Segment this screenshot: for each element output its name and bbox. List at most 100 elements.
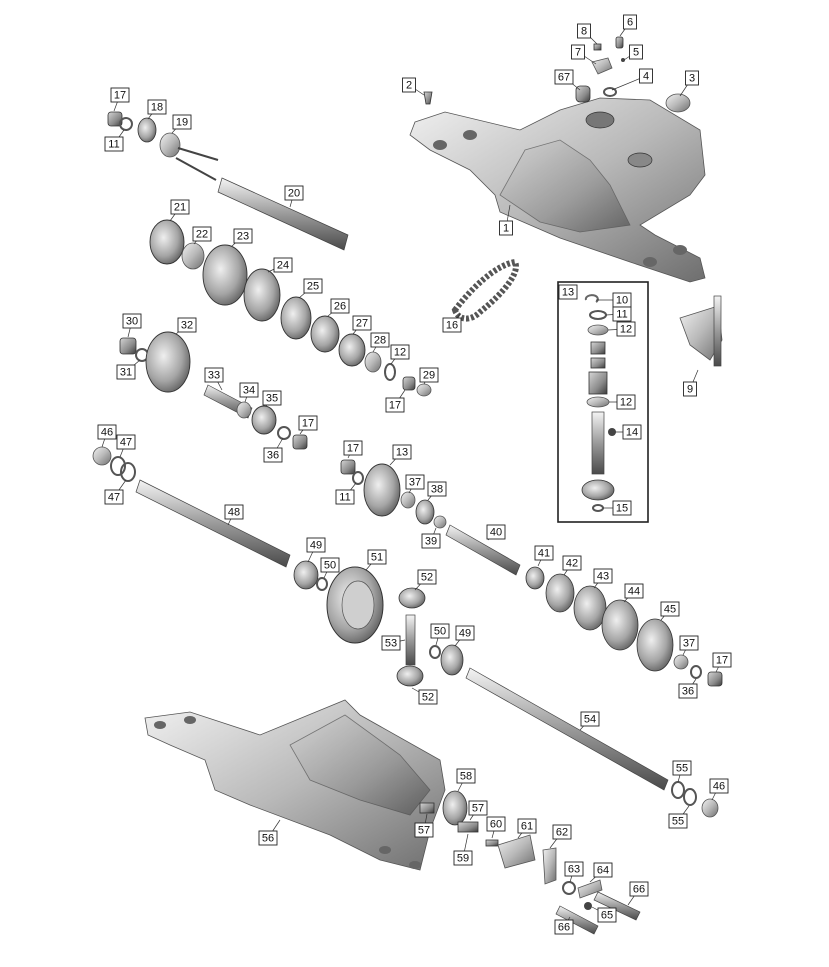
callout-box (709, 778, 729, 794)
callout-number-6: 6 (627, 17, 633, 29)
callout-number-31: 31 (120, 367, 132, 379)
callout-box (456, 768, 476, 784)
callout-box (580, 711, 600, 727)
callout-number-2: 2 (406, 80, 412, 92)
callout-box (678, 683, 698, 699)
callout-number-56: 56 (262, 833, 274, 845)
callout-box (381, 635, 401, 651)
callout-number-13: 13 (562, 287, 574, 299)
callout-number-30: 30 (126, 316, 138, 328)
callout-number-46: 46 (713, 781, 725, 793)
lower-housing (144, 699, 446, 871)
callout-box (306, 537, 326, 553)
callout-number-19: 19 (176, 117, 188, 129)
callout-box (298, 415, 318, 431)
callout-number-51: 51 (371, 552, 383, 564)
callout-number-17: 17 (389, 400, 401, 412)
callout-box (170, 199, 190, 215)
callout-box (455, 625, 475, 641)
callout-number-41: 41 (538, 548, 550, 560)
shift-bracket (679, 295, 723, 367)
callout-number-64: 64 (597, 865, 609, 877)
callout-box (419, 367, 439, 383)
callout-box (367, 549, 387, 565)
callout-number-12: 12 (394, 347, 406, 359)
callout-box (623, 14, 637, 30)
callout-box (414, 822, 434, 838)
callout-box (110, 87, 130, 103)
callout-box (442, 317, 462, 333)
callout-box (427, 481, 447, 497)
callout-number-11: 11 (616, 309, 627, 321)
callout-number-42: 42 (566, 558, 578, 570)
callout-box (370, 332, 390, 348)
callout-number-1: 1 (503, 223, 509, 235)
callout-box (284, 185, 304, 201)
callout-box (335, 489, 355, 505)
callout-box (672, 760, 692, 776)
callout-number-53: 53 (385, 638, 397, 650)
callout-number-65: 65 (601, 910, 613, 922)
callout-box (122, 313, 142, 329)
callout-number-61: 61 (521, 821, 533, 833)
callout-box (430, 623, 450, 639)
callout-number-27: 27 (356, 318, 368, 330)
callout-labels: 1234567867913101112121415161711181920212… (97, 14, 732, 935)
callout-box (239, 382, 259, 398)
callout-number-50: 50 (324, 560, 336, 572)
callout-number-55: 55 (672, 816, 684, 828)
callout-number-37: 37 (683, 638, 695, 650)
callout-number-47: 47 (108, 492, 120, 504)
callout-number-37: 37 (409, 477, 421, 489)
callout-number-17: 17 (716, 655, 728, 667)
callout-box (624, 583, 644, 599)
callout-box (177, 317, 197, 333)
callout-number-52: 52 (421, 572, 433, 584)
callout-number-28: 28 (374, 335, 386, 347)
callout-number-66: 66 (633, 884, 645, 896)
callout-number-11: 11 (339, 492, 350, 504)
callout-box (390, 344, 410, 360)
callout-box (224, 504, 244, 520)
callout-box (273, 257, 293, 273)
callout-box (517, 818, 537, 834)
drive-chain (451, 258, 519, 322)
callout-number-22: 22 (196, 229, 208, 241)
callout-number-46: 46 (101, 427, 113, 439)
callout-number-16: 16 (446, 320, 458, 332)
callout-number-35: 35 (266, 393, 278, 405)
brake-group (419, 790, 641, 935)
callout-number-14: 14 (626, 427, 638, 439)
callout-number-23: 23 (237, 231, 249, 243)
callout-number-12: 12 (620, 324, 632, 336)
callout-box (554, 919, 574, 935)
callout-box (562, 555, 582, 571)
callout-number-20: 20 (288, 188, 300, 200)
callout-box (616, 394, 636, 410)
callout-number-48: 48 (228, 507, 240, 519)
callout-number-39: 39 (425, 536, 437, 548)
callout-number-15: 15 (616, 503, 628, 515)
callout-box (385, 397, 405, 413)
callout-box (116, 364, 136, 380)
callout-box (552, 824, 572, 840)
callout-box (616, 321, 636, 337)
callout-number-10: 10 (616, 295, 628, 307)
callout-number-44: 44 (628, 586, 640, 598)
callout-number-32: 32 (181, 320, 193, 332)
callout-number-57: 57 (472, 803, 484, 815)
callout-box (593, 568, 613, 584)
callout-box (421, 533, 441, 549)
callout-box (405, 474, 425, 490)
callout-number-17: 17 (347, 443, 359, 455)
input-shaft-group (107, 111, 349, 251)
callout-box (534, 545, 554, 561)
callout-number-38: 38 (431, 484, 443, 496)
callout-box (97, 424, 117, 440)
callout-number-36: 36 (267, 450, 279, 462)
callout-box (262, 390, 282, 406)
callout-number-26: 26 (334, 301, 346, 313)
callout-box (577, 23, 591, 39)
callout-box (104, 489, 124, 505)
callout-number-47: 47 (120, 437, 132, 449)
